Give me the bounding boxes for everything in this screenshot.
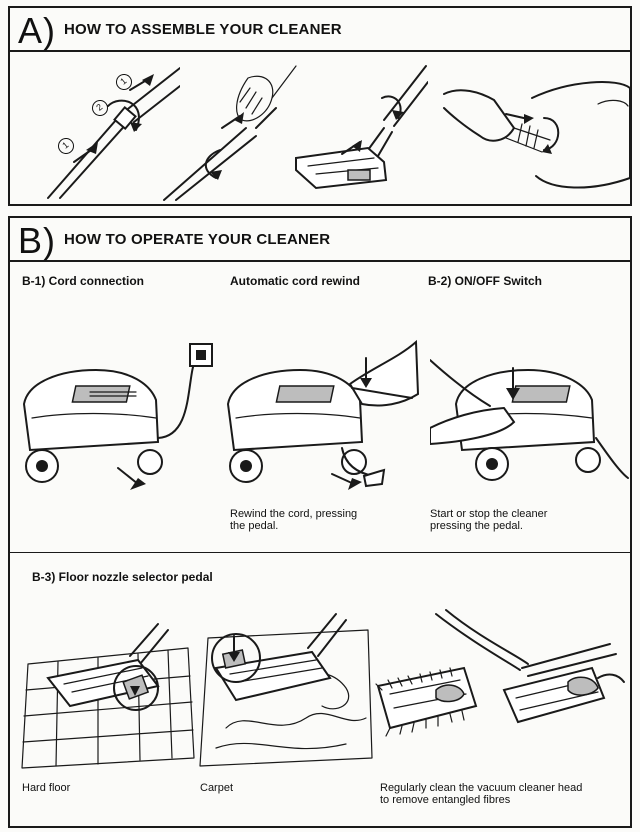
section-assemble: A ) HOW TO ASSEMBLE YOUR CLEANER 1 2 1 <box>8 6 632 206</box>
nozzle-attach-illustration <box>295 65 428 190</box>
wand-twist-illustration <box>163 65 297 201</box>
switch-caption: Start or stop the cleaner pressing the p… <box>430 508 548 532</box>
section-a-header: A ) HOW TO ASSEMBLE YOUR CLEANER <box>10 8 630 52</box>
clean-nozzle-illustration <box>375 609 625 737</box>
b1-title: B-1) Cord connection <box>22 274 144 288</box>
section-b-letter: B <box>18 220 43 261</box>
b3-title: B-3) Floor nozzle selector pedal <box>32 570 213 584</box>
hard-floor-caption: Hard floor <box>22 782 71 794</box>
hard-floor-illustration <box>21 623 195 769</box>
rewind-caption: Rewind the cord, pressing the pedal. <box>230 508 358 532</box>
cord-rewind-illustration <box>226 339 420 490</box>
carpet-caption: Carpet <box>200 782 234 794</box>
section-b-paren: ) <box>43 220 55 261</box>
hose-connect-illustration <box>443 81 631 189</box>
section-operate: B ) HOW TO OPERATE YOUR CLEANER B-1) Cor… <box>8 216 632 828</box>
section-a-letter: A <box>18 10 43 51</box>
b2-title: B-2) ON/OFF Switch <box>428 274 542 288</box>
rewind-title: Automatic cord rewind <box>230 274 361 288</box>
section-b-header: B ) HOW TO OPERATE YOUR CLEANER <box>10 218 630 262</box>
b-divider <box>10 552 630 553</box>
section-a-title: HOW TO ASSEMBLE YOUR CLEANER <box>64 21 342 38</box>
tube-assembly-illustration <box>47 67 180 199</box>
cord-connection-illustration <box>22 343 213 490</box>
carpet-illustration <box>199 613 373 767</box>
on-off-switch-illustration <box>430 359 629 481</box>
section-a-paren: ) <box>43 10 55 51</box>
clean-caption: Regularly clean the vacuum cleaner head … <box>380 782 583 806</box>
section-b-title: HOW TO OPERATE YOUR CLEANER <box>64 231 331 248</box>
